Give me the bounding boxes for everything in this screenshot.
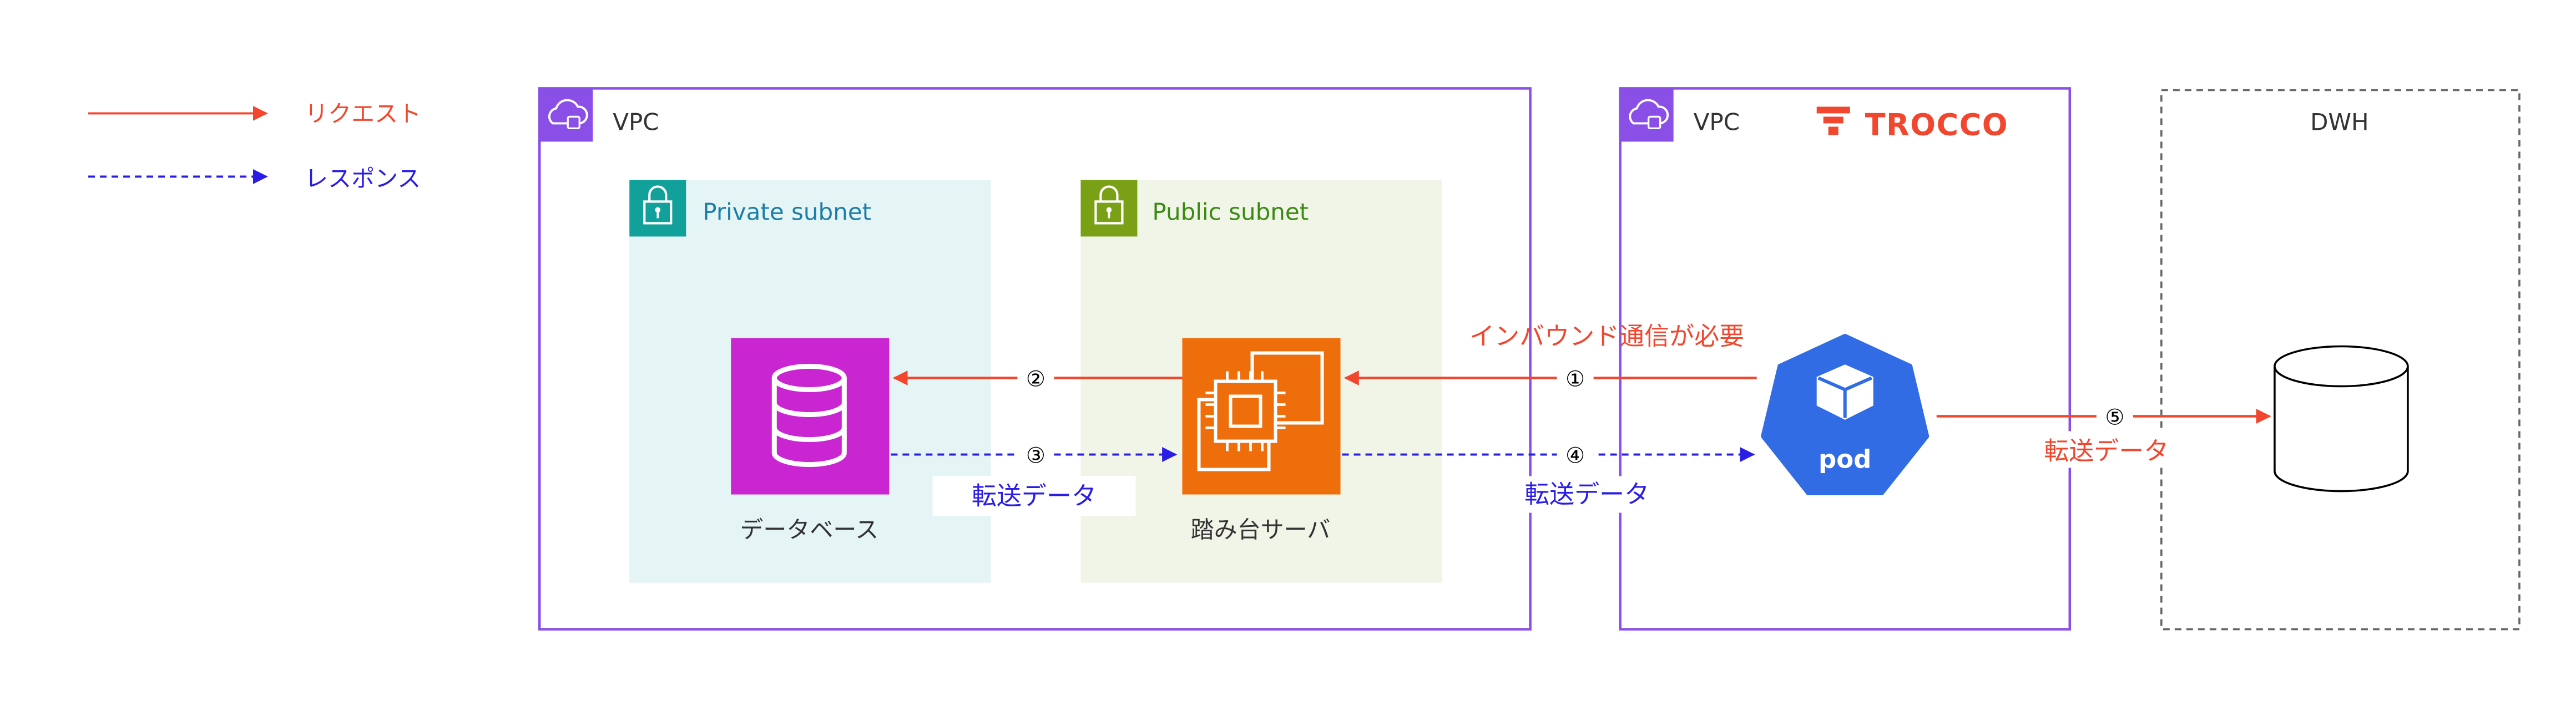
trocco-vpc-border xyxy=(1619,87,2072,631)
legend-request-label: リクエスト xyxy=(305,100,421,127)
trocco-brand: TROCCO xyxy=(1865,107,2009,142)
inbound-note: インバウンド通信が必要 xyxy=(1469,321,1744,351)
vpc-icon xyxy=(1620,88,1674,142)
database-icon xyxy=(771,364,847,468)
private-subnet: Private subnet xyxy=(629,180,991,583)
legend-response-label: レスポンス xyxy=(305,165,421,192)
customer-vpc-border xyxy=(538,87,1532,631)
legend: リクエスト レスポンス xyxy=(88,100,421,192)
dwh: DWH xyxy=(2160,89,2521,631)
flow-step-5: ⑤ 転送データ xyxy=(1936,404,2271,468)
ec2-icon xyxy=(1197,351,1324,471)
dwh-label: DWH xyxy=(2310,108,2368,135)
pod-node: pod xyxy=(1761,333,1930,496)
step-marker: ① xyxy=(1565,367,1585,392)
step-marker: ② xyxy=(1026,367,1045,392)
lock-icon xyxy=(629,180,686,237)
flow-step-1: ① インバウンド通信が必要 xyxy=(1343,321,1757,392)
transfer-label: 転送データ xyxy=(2044,436,2169,466)
step-marker: ⑤ xyxy=(2105,405,2124,430)
lock-icon xyxy=(1080,180,1138,237)
bastion-label: 踏み台サーバ xyxy=(1191,516,1331,544)
database-node: データベース xyxy=(731,338,890,544)
cube-icon xyxy=(1816,364,1873,420)
pod-label: pod xyxy=(1819,445,1871,474)
transfer-label: 転送データ xyxy=(972,481,1097,511)
trocco-vpc-label: VPC xyxy=(1694,108,1740,135)
customer-vpc: VPC xyxy=(538,87,1532,631)
trocco-vpc: VPC TROCCO xyxy=(1619,87,2072,631)
trocco-logo-icon xyxy=(1816,106,1850,135)
bastion-node: 踏み台サーバ xyxy=(1182,338,1341,544)
customer-vpc-label: VPC xyxy=(613,108,659,135)
dwh-cylinder-icon xyxy=(2274,345,2409,492)
flow-step-3: ③ 転送データ xyxy=(891,443,1178,516)
flow-step-4: ④ 転送データ xyxy=(1342,443,1755,513)
step-marker: ③ xyxy=(1026,444,1045,469)
dwh-border xyxy=(2160,89,2521,631)
private-subnet-label: Private subnet xyxy=(703,198,871,225)
step-marker: ④ xyxy=(1565,444,1585,469)
flow-step-2: ② xyxy=(892,366,1183,392)
transfer-label: 転送データ xyxy=(1524,480,1649,509)
vpc-icon xyxy=(539,88,593,142)
database-label: データベース xyxy=(740,516,878,544)
public-subnet-label: Public subnet xyxy=(1152,198,1309,225)
